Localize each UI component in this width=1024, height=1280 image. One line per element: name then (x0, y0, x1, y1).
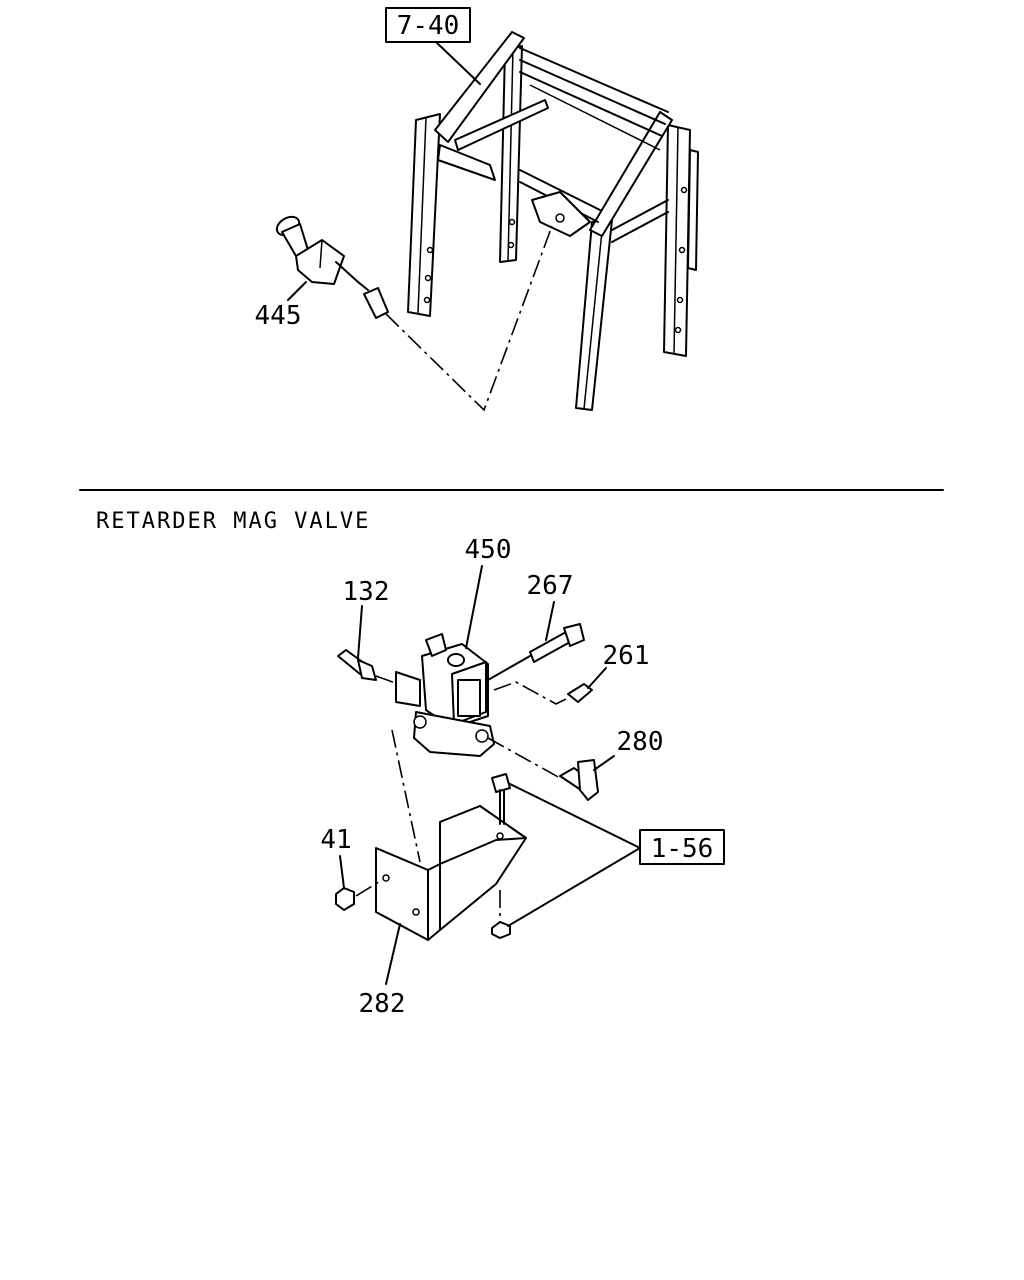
part-label-280: 280 (617, 727, 664, 757)
part-label-267: 267 (527, 571, 574, 601)
valve-450-icon (395, 633, 495, 757)
bracket-282-icon (375, 729, 527, 941)
part-label-450: 450 (465, 535, 512, 565)
part-label-445: 445 (255, 301, 302, 331)
ref-frame-label: 7-40 (397, 11, 460, 41)
part-label-282: 282 (359, 989, 406, 1019)
nut-41-icon (335, 879, 383, 911)
leader-445 (385, 225, 553, 412)
fitting-261-icon (493, 681, 593, 705)
part-label-41: 41 (320, 825, 351, 855)
fastener-bolt-icon (491, 773, 511, 825)
switch-icon (275, 215, 389, 319)
ref-fastener-label: 1-56 (651, 834, 714, 864)
section-title: RETARDER MAG VALVE (96, 509, 370, 534)
part-label-261: 261 (603, 641, 650, 671)
frame-assembly (385, 7, 699, 411)
fastener-nut-icon (491, 890, 511, 939)
part-label-132: 132 (343, 577, 390, 607)
bolt-267-icon (487, 623, 585, 681)
